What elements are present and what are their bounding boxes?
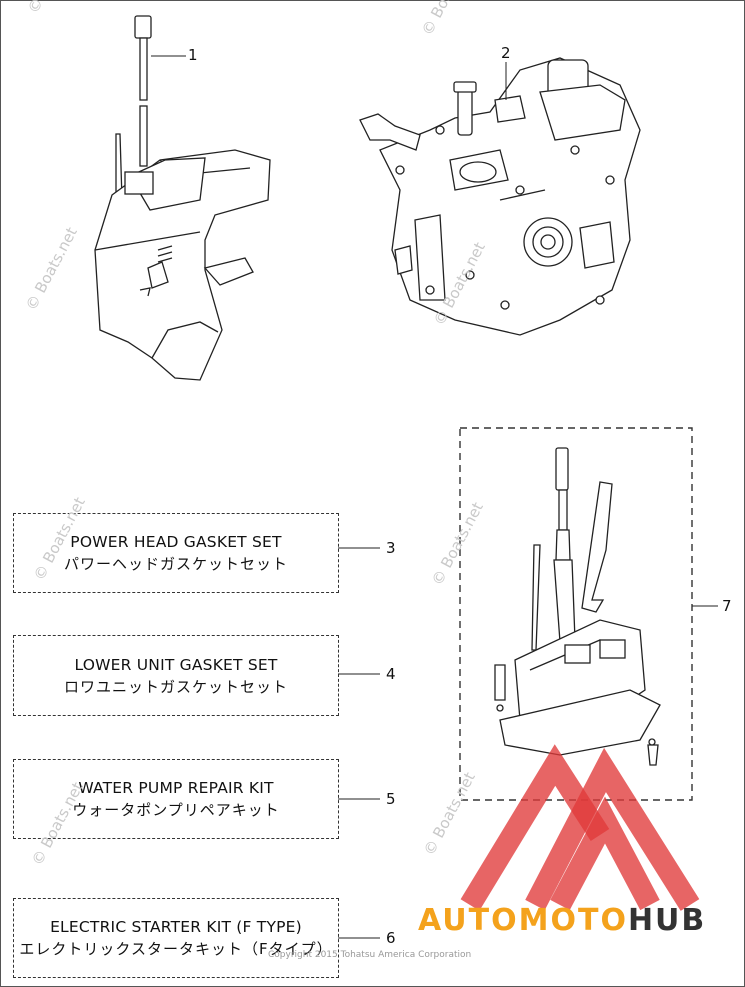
- kit-label-en: ELECTRIC STARTER KIT (F TYPE): [50, 918, 302, 936]
- automotohub-logo-mark: [460, 744, 700, 911]
- callout-number-2: 2: [501, 44, 511, 62]
- driveshaft-housing-drawing: [494, 447, 661, 766]
- kit-label-jp: ロワユニットガスケットセット: [63, 677, 288, 696]
- callout-number-6: 6: [386, 929, 396, 947]
- callout-number-7: 7: [722, 597, 732, 615]
- kit-box-power-head-gasket-set: POWER HEAD GASKET SET パワーヘッドガスケットセット: [13, 513, 339, 593]
- automotohub-brand: AUTOMOTOHUB: [418, 903, 706, 938]
- kit-box-water-pump-repair-kit: WATER PUMP REPAIR KIT ウォータポンプリペアキット: [13, 759, 339, 839]
- kit-label-en: POWER HEAD GASKET SET: [70, 533, 282, 551]
- kit-label-jp: ウォータポンプリペアキット: [72, 801, 280, 819]
- kit-label-en: WATER PUMP REPAIR KIT: [78, 779, 274, 797]
- kit-box-lower-unit-gasket-set: LOWER UNIT GASKET SET ロワユニットガスケットセット: [13, 635, 339, 716]
- power-head-drawing: [359, 57, 641, 336]
- callout-number-3: 3: [386, 539, 396, 557]
- brand-part-2: HUB: [627, 903, 707, 938]
- kit-box-electric-starter-kit: ELECTRIC STARTER KIT (F TYPE) エレクトリックスター…: [13, 898, 339, 978]
- brand-part-1: AUTOMOTO: [418, 903, 628, 938]
- kit-label-jp: エレクトリックスタータキット（Fタイプ）: [19, 940, 333, 958]
- lower-unit-drawing: [94, 15, 271, 381]
- callout-number-5: 5: [386, 790, 396, 808]
- kit-label-en: LOWER UNIT GASKET SET: [74, 655, 278, 674]
- callout-number-1: 1: [188, 46, 198, 64]
- copyright-text: Copyright 2015 Tohatsu America Corporati…: [268, 950, 472, 960]
- callout-number-4: 4: [386, 665, 396, 683]
- kit-label-jp: パワーヘッドガスケットセット: [63, 555, 288, 573]
